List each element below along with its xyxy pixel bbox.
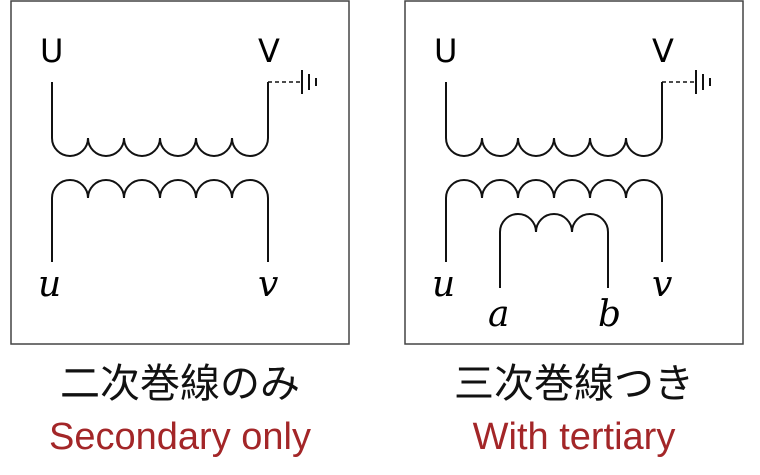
caption-english: With tertiary (472, 416, 676, 458)
tertiary-terminal-a-label: a (488, 294, 509, 335)
panel-secondary-only: U V u v 二次巻線のみ Secondary only (10, 0, 360, 475)
diagram-frame (404, 0, 744, 345)
primary-terminal-v-label: V (652, 32, 674, 70)
secondary-terminal-u-label: u (432, 264, 455, 305)
panel-with-tertiary: U V u v a b 三次巻線つき With tertiary (404, 0, 754, 475)
diagram-frame (10, 0, 350, 345)
transformer-diagram-secondary-only: U V u v (10, 0, 350, 345)
secondary-terminal-u-label: u (38, 264, 61, 305)
primary-winding (445, 82, 663, 157)
secondary-terminal-v-label: v (258, 264, 278, 305)
caption-japanese: 三次巻線つき (454, 361, 694, 407)
primary-terminal-v-label: V (258, 32, 280, 70)
primary-terminal-u-label: U (40, 32, 63, 70)
tertiary-winding (499, 213, 609, 288)
secondary-winding (51, 179, 269, 262)
ground-symbol (268, 70, 317, 94)
ground-symbol (662, 70, 711, 94)
caption-english: Secondary only (49, 416, 311, 458)
primary-terminal-u-label: U (434, 32, 457, 70)
transformer-diagram-with-tertiary: U V u v a b (404, 0, 744, 345)
tertiary-terminal-b-label: b (598, 294, 621, 335)
caption-japanese: 二次巻線のみ (60, 361, 300, 407)
secondary-winding (445, 179, 663, 262)
primary-winding (51, 82, 269, 157)
secondary-terminal-v-label: v (652, 264, 672, 305)
